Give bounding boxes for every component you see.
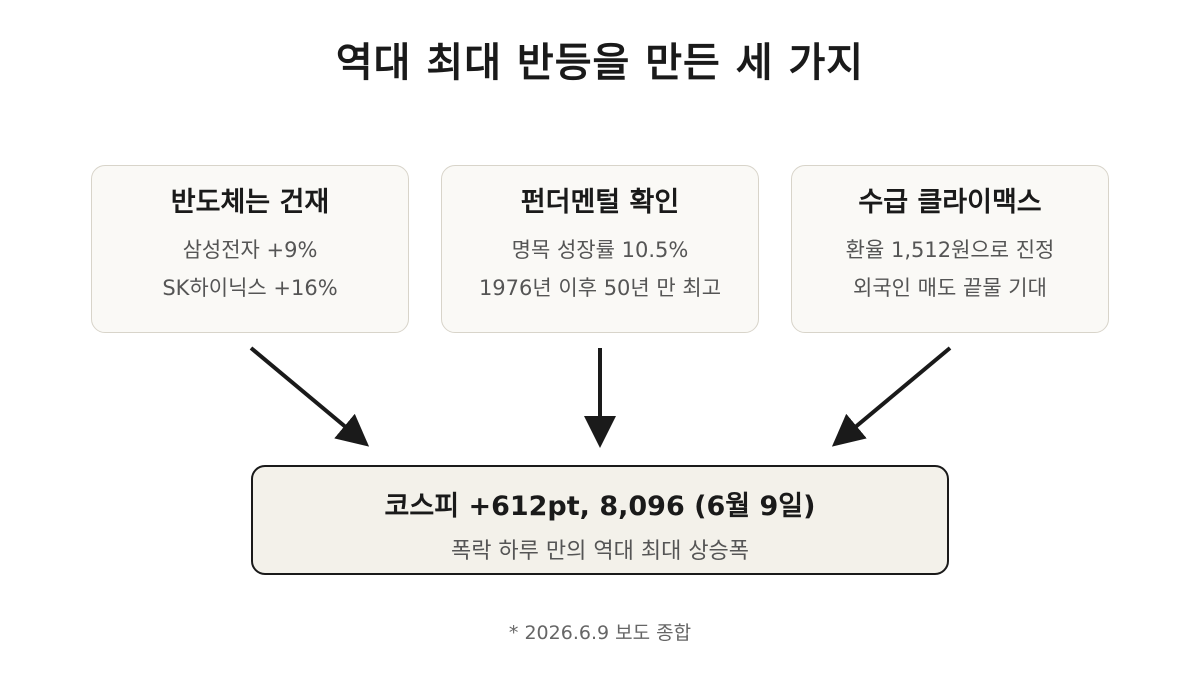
factor-detail: 명목 성장률 10.5% — [511, 238, 689, 262]
footnote: * 2026.6.9 보도 종합 — [508, 622, 692, 644]
arrow-left — [249, 346, 370, 447]
page-title: 역대 최대 반등을 만든 세 가지 — [335, 40, 865, 86]
factor-detail: SK하이닉스 +16% — [162, 276, 338, 300]
factor-box-supply-demand: 수급 클라이맥스 환율 1,512원으로 진정 외국인 매도 끝물 기대 — [791, 165, 1109, 333]
factor-title: 펀더멘털 확인 — [520, 187, 680, 218]
factor-detail: 1976년 이후 50년 만 최고 — [478, 276, 722, 300]
factor-box-semiconductor: 반도체는 건재 삼성전자 +9% SK하이닉스 +16% — [91, 165, 409, 333]
factor-detail: 외국인 매도 끝물 기대 — [853, 276, 1047, 300]
result-subtitle: 폭락 하루 만의 역대 최대 상승폭 — [450, 539, 750, 564]
arrow-right — [831, 346, 952, 447]
result-box: 코스피 +612pt, 8,096 (6월 9일) 폭락 하루 만의 역대 최대… — [251, 465, 949, 575]
result-title: 코스피 +612pt, 8,096 (6월 9일) — [384, 491, 816, 522]
factor-title: 수급 클라이맥스 — [858, 187, 1042, 218]
factor-detail: 환율 1,512원으로 진정 — [845, 238, 1055, 262]
factor-box-fundamentals: 펀더멘털 확인 명목 성장률 10.5% 1976년 이후 50년 만 최고 — [441, 165, 759, 333]
factor-detail: 삼성전자 +9% — [182, 238, 318, 262]
factor-title: 반도체는 건재 — [170, 187, 330, 218]
